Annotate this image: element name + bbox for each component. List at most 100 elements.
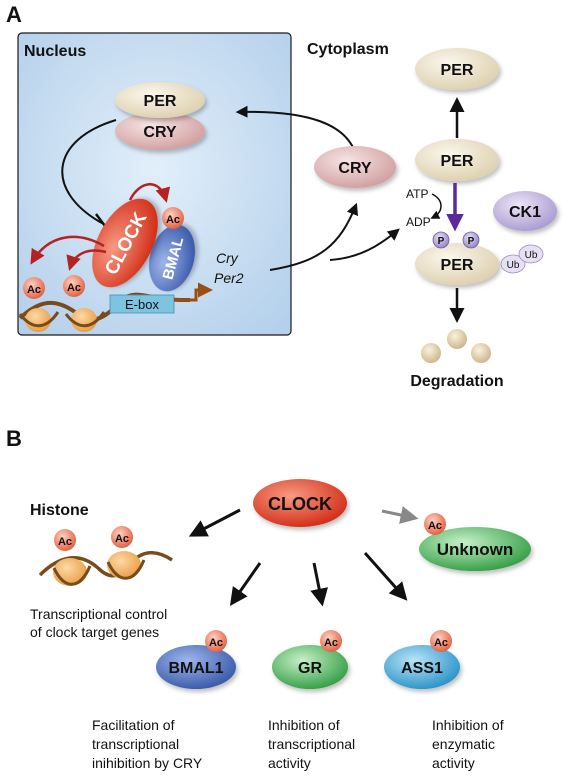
acetyl-label: Ac (27, 284, 41, 296)
ass1-label: ASS1 (401, 660, 443, 677)
acetyl-icon (320, 630, 342, 652)
histone-nucleosome-icon (53, 558, 87, 586)
dna-wrap (64, 311, 106, 328)
ass1-caption-line2: enzymatic (432, 736, 495, 752)
ubiquitin-label: Ub (507, 260, 520, 271)
histone-dna-wrap (52, 565, 92, 586)
peptide-fragment-icon (421, 343, 441, 363)
bmal-node (148, 224, 196, 292)
clock-center-label: CLOCK (268, 494, 332, 514)
per-top-node (415, 48, 499, 90)
nucleosome-icon (25, 308, 51, 332)
per-top-label: PER (441, 62, 474, 79)
panel-a-label: A (6, 2, 22, 27)
acetyl-icon (23, 277, 45, 299)
ebox-label: E-box (125, 297, 159, 312)
gr-node (272, 645, 348, 689)
acetyl-label: Ac (434, 637, 448, 649)
ass1-node (384, 645, 460, 689)
histone-dna-wrap (106, 559, 146, 580)
cytoplasm-label: Cytoplasm (307, 41, 389, 58)
acetyl-icon (430, 630, 452, 652)
nuclear-import-arrow (235, 105, 356, 153)
per-nucleus-node (115, 82, 205, 118)
per2-gene-label: Per2 (214, 270, 244, 286)
cry-gene-label: Cry (216, 250, 239, 266)
arrow-to-gr (310, 562, 329, 607)
gr-caption-line1: Inhibition of (268, 717, 340, 733)
arrow-to-bmal1 (229, 562, 262, 606)
acetyl-label: Ac (324, 637, 338, 649)
cry-nucleus-label: CRY (143, 124, 177, 141)
acetyl-label: Ac (166, 214, 180, 226)
per-mid-node (415, 139, 499, 181)
clock-center-node (253, 479, 347, 527)
repression-arrow (61, 119, 117, 225)
acetylation-arrow-histone (30, 235, 105, 265)
acetylation-arrow-histone (66, 249, 107, 271)
ebox-element (109, 294, 175, 314)
acetyl-icon (63, 275, 85, 297)
ck1-node (493, 191, 557, 231)
nucleus-label: Nucleus (24, 43, 86, 60)
bmal1-caption-line1: Facilitation of (92, 717, 175, 733)
ass1-caption-line3: activity (432, 755, 475, 771)
per-translation-arrow (329, 228, 400, 261)
acetyl-icon (424, 513, 446, 535)
cry-nucleus-node (115, 112, 205, 150)
unknown-label: Unknown (437, 540, 514, 559)
phosphate-label: P (438, 236, 445, 247)
gr-caption-line3: activity (268, 755, 311, 771)
adp-label: ADP (406, 215, 431, 229)
cry-cytoplasm-label: CRY (338, 160, 372, 177)
peptide-fragment-icon (447, 329, 467, 349)
acetyl-label: Ac (115, 533, 129, 545)
ck1-label: CK1 (509, 204, 541, 221)
arrow-to-ass1 (363, 552, 408, 601)
acetyl-label: Ac (67, 282, 81, 294)
cry-translation-arrow (269, 202, 359, 271)
peptide-fragment-icon (471, 343, 491, 363)
nucleosome-icon (71, 308, 97, 332)
ubiquitin-icon (518, 244, 544, 264)
bmal1-label: BMAL1 (168, 660, 223, 677)
per-mid-label: PER (441, 153, 474, 170)
histone-caption-line2: of clock target genes (30, 624, 159, 640)
atp-hydrolysis-arrow (430, 193, 442, 219)
arrow-to-unknown (381, 506, 419, 524)
acetyl-icon (54, 529, 76, 551)
acetylation-arrow-bmal (128, 183, 171, 203)
acetyl-label: Ac (428, 520, 442, 532)
phosphate-icon (462, 231, 480, 249)
unknown-node (419, 527, 531, 571)
ubiquitin-label: Ub (525, 250, 538, 261)
transcription-start-arrow (174, 282, 213, 302)
clock-node (92, 198, 158, 288)
acetyl-icon (111, 526, 133, 548)
per-nucleus-label: PER (144, 93, 177, 110)
gr-caption-line2: transcriptional (268, 736, 355, 752)
acetyl-label: Ac (58, 536, 72, 548)
gr-label: GR (298, 660, 322, 677)
histone-label: Histone (30, 502, 89, 519)
histone-caption-line1: Transcriptional control (30, 606, 167, 622)
bmal1-caption-line3: inihibition by CRY (92, 755, 203, 771)
degradation-label: Degradation (410, 373, 503, 390)
phosphate-icon (432, 231, 450, 249)
cry-cytoplasm-node (314, 146, 396, 188)
panel-b-label: B (6, 426, 22, 451)
arrow-to-histone (188, 508, 241, 537)
bmal1-caption-line2: transcriptional (92, 736, 179, 752)
atp-label: ATP (406, 187, 428, 201)
bmal1-node (156, 645, 236, 689)
ubiquitin-icon (500, 254, 526, 274)
acetyl-icon (162, 207, 184, 229)
phosphate-label: P (468, 236, 475, 247)
ass1-caption-line1: Inhibition of (432, 717, 504, 733)
per-bottom-node (415, 243, 499, 285)
dna-wrap (18, 311, 60, 328)
per-bottom-label: PER (441, 257, 474, 274)
acetyl-icon (205, 630, 227, 652)
acetyl-label: Ac (209, 637, 223, 649)
